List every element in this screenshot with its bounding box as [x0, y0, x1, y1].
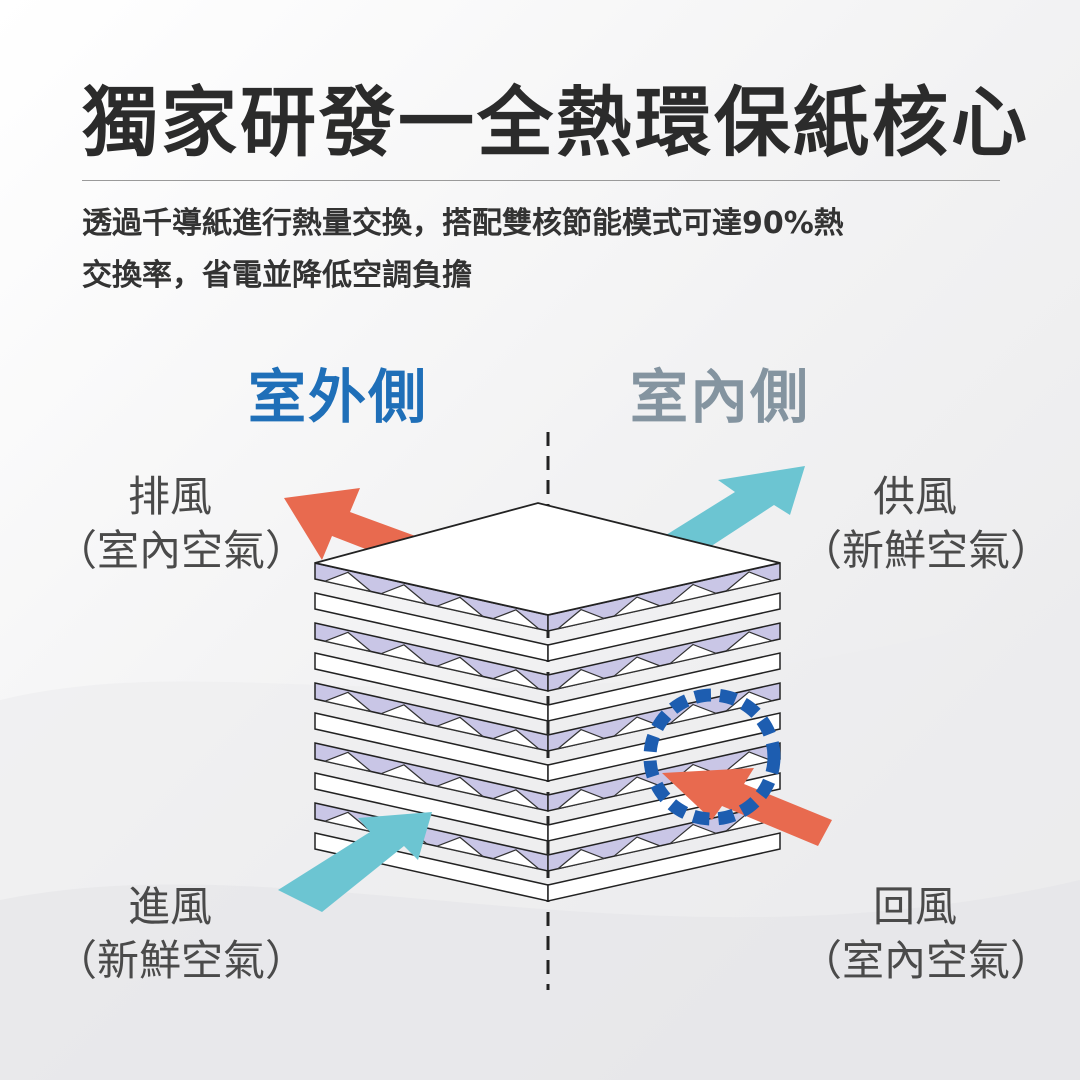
intake-label-name: 進風: [127, 882, 212, 931]
corrugation-fin: [613, 716, 663, 737]
corrugation-fin: [490, 669, 540, 690]
corrugation-fin: [725, 751, 775, 772]
corrugation-fin: [557, 848, 607, 870]
core-layer-right-face: [547, 622, 781, 692]
corrugation-fin: [378, 704, 428, 725]
corrugation-fin: [613, 596, 663, 617]
corrugation-fin: [613, 656, 663, 677]
core-top-sheet: [314, 502, 781, 616]
indoor-side-label: 室內側: [630, 363, 811, 431]
corrugation-fin: [557, 728, 607, 750]
page-title: 獨家研發一全熱環保紙核心: [82, 78, 1030, 167]
core-layer-right-face: [547, 832, 781, 902]
corrugation-fin: [490, 609, 540, 630]
corrugation-fin: [725, 571, 775, 592]
corrugation-fin: [490, 849, 540, 870]
corrugation-fin: [669, 703, 719, 725]
corrugation-fin: [613, 776, 663, 797]
corrugation-fin: [322, 691, 372, 713]
core-layer-right-face: [547, 652, 781, 722]
corrugation-fin: [434, 716, 484, 738]
corrugation-fin: [322, 751, 372, 773]
title-divider: [82, 180, 1000, 181]
corrugation-fin: [434, 596, 484, 618]
corrugation-fin: [669, 823, 719, 845]
corrugation-fin: [669, 583, 719, 605]
description-line: 透過千導紙進行熱量交換，搭配雙核節能模式可達90%熱: [82, 206, 844, 241]
corrugation-fin: [613, 836, 663, 857]
corrugation-fin: [378, 584, 428, 605]
corrugation-fin: [490, 789, 540, 810]
corrugation-fin: [322, 631, 372, 653]
corrugation-fin: [490, 729, 540, 750]
description-line: 交換率，省電並降低空調負擔: [82, 258, 472, 293]
return-label-detail: （室內空氣）: [800, 936, 1053, 985]
exhaust-label: 排風 （室內空氣）: [55, 470, 308, 578]
outdoor-side-label: 室外側: [248, 363, 429, 431]
exhaust-label-detail: （室內空氣）: [55, 526, 308, 575]
corrugation-fin: [557, 668, 607, 690]
intake-label-detail: （新鮮空氣）: [55, 936, 308, 985]
corrugation-fin: [557, 608, 607, 630]
supply-label-name: 供風: [872, 472, 957, 521]
corrugation-fin: [434, 776, 484, 798]
return-label-name: 回風: [872, 882, 957, 931]
supply-arrow: [650, 466, 805, 560]
description: 透過千導紙進行熱量交換，搭配雙核節能模式可達90%熱 交換率，省電並降低空調負擔: [82, 198, 1017, 302]
exhaust-label-name: 排風: [127, 472, 212, 521]
corrugation-fin: [322, 571, 372, 593]
intake-label: 進風 （新鮮空氣）: [55, 880, 308, 988]
corrugation-fin: [378, 644, 428, 665]
supply-label: 供風 （新鮮空氣）: [800, 470, 1053, 578]
return-label: 回風 （室內空氣）: [800, 880, 1053, 988]
highlight-dashed-circle-icon: [643, 688, 781, 826]
corrugation-fin: [434, 836, 484, 858]
corrugation-fin: [669, 643, 719, 665]
corrugation-fin: [725, 631, 775, 652]
corrugation-fin: [434, 656, 484, 678]
core-layer-right-face: [547, 712, 781, 782]
corrugation-fin: [378, 764, 428, 785]
core-layer-right-face: [547, 592, 781, 662]
corrugation-fin: [557, 788, 607, 810]
corrugation-fin: [322, 811, 372, 833]
intake-arrow: [278, 812, 432, 912]
supply-label-detail: （新鮮空氣）: [800, 526, 1053, 575]
